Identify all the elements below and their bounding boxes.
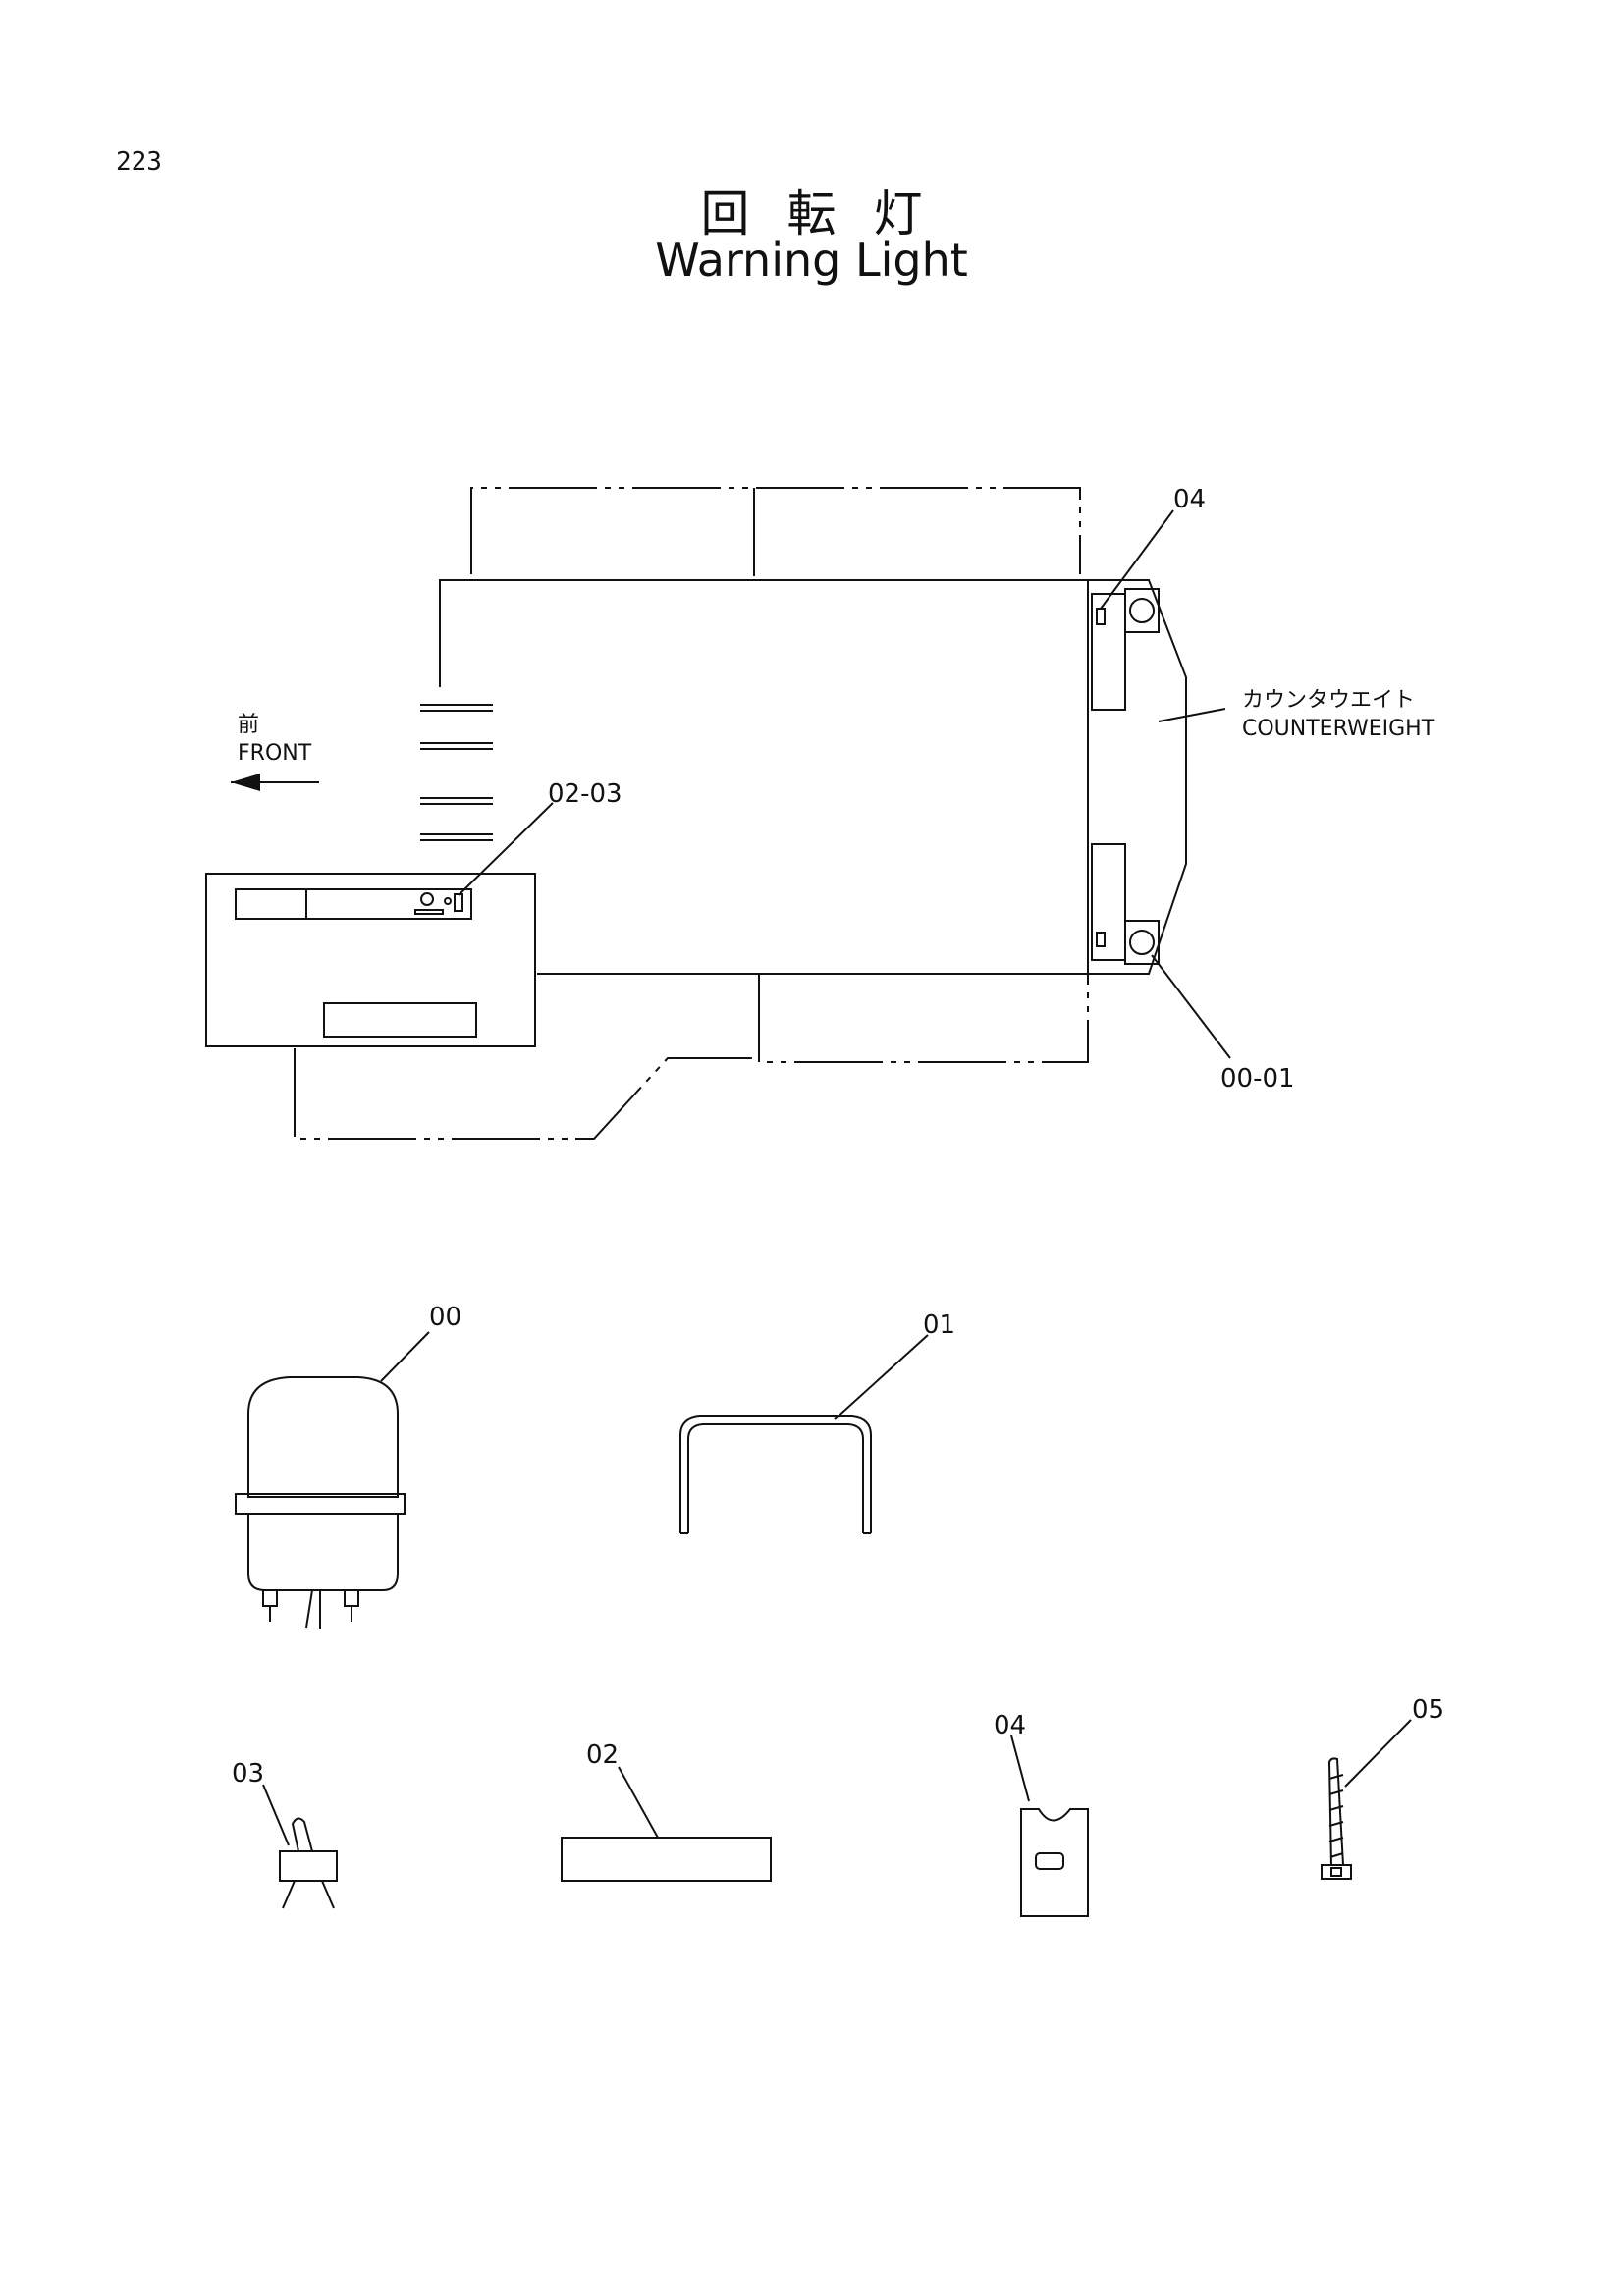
callout-00-01-label: 00-01 [1220,1064,1295,1094]
part-00-beacon: 00 [235,1303,461,1629]
lower-track-outline [758,974,1089,1063]
callout-02-03-leader [458,802,554,896]
beacon-dome-icon [247,1376,399,1498]
upper-structure [439,579,1089,975]
counterweight-label-jp: カウンタウエイト [1242,688,1415,713]
switch-position-icon [454,893,463,912]
part-02-label: 02 [586,1740,619,1770]
beacon-mount-lower [1124,920,1160,965]
callout-02-03-label: 02-03 [548,779,622,809]
cab-console [235,888,472,920]
part-00-label: 00 [429,1303,461,1332]
counterweight-bracket-upper [1091,593,1126,711]
part-03-label: 03 [232,1759,264,1789]
beacon-lower-icon [1129,930,1155,955]
front-label-jp: 前 [238,713,259,737]
part-01-bracket: 01 [679,1310,955,1534]
beacon-base [247,1514,399,1591]
tie-strap-icon [1327,1757,1345,1866]
clip-body-icon [1020,1808,1089,1917]
counterweight-outline [1088,579,1187,975]
switch-body [279,1850,338,1882]
cab-outline [205,873,536,1047]
tie-head [1321,1864,1352,1880]
counterweight-leader [1158,708,1226,722]
part-05-tie: 05 [1321,1695,1444,1880]
beacon-mount-upper [1124,588,1160,633]
page-number: 223 [116,147,162,177]
frame-slots [420,704,493,841]
part-04-clip: 04 [994,1711,1089,1917]
clip-slot [1035,1852,1064,1870]
counterweight-label-en: COUNTERWEIGHT [1242,717,1435,741]
beacon-ring [235,1493,406,1515]
callout-04-label: 04 [1173,485,1206,514]
bracket-inner [687,1423,864,1533]
part-05-label: 05 [1412,1695,1444,1725]
part-01-label: 01 [923,1310,955,1340]
front-label-en: FRONT [238,741,312,766]
part-03-switch: 03 [232,1759,338,1909]
part-02-plate: 02 [561,1740,772,1882]
part-03-leader [262,1784,290,1846]
title-english: Warning Light [655,234,968,287]
machine-layout: 前 FRONT カウンタウエイト COUNTERWEIGHT 04 02-03 … [205,485,1435,1140]
front-arrow-head-icon [231,774,260,791]
callout-00-01-leader [1151,954,1231,1059]
title-japanese: 回転灯 [700,186,960,242]
beacon-upper-icon [1129,598,1155,623]
cab-window [323,1002,477,1038]
bracket-outer [679,1415,872,1533]
switch-lever-icon [291,1817,313,1852]
part-04-leader [1010,1735,1030,1802]
clip-lower [1096,932,1106,947]
callout-04-leader [1100,509,1174,610]
part-02-leader [618,1766,659,1839]
part-04-label: 04 [994,1711,1026,1740]
upper-track-outline [470,487,1081,574]
part-00-leader [380,1331,430,1382]
lower-track-left [294,1048,759,1140]
counterweight-bracket-lower [1091,843,1126,961]
plate-rect [561,1837,772,1882]
part-05-leader [1344,1719,1412,1788]
cab-gauge-icon [420,892,434,906]
clip-upper [1096,608,1106,625]
part-01-leader [834,1334,929,1420]
